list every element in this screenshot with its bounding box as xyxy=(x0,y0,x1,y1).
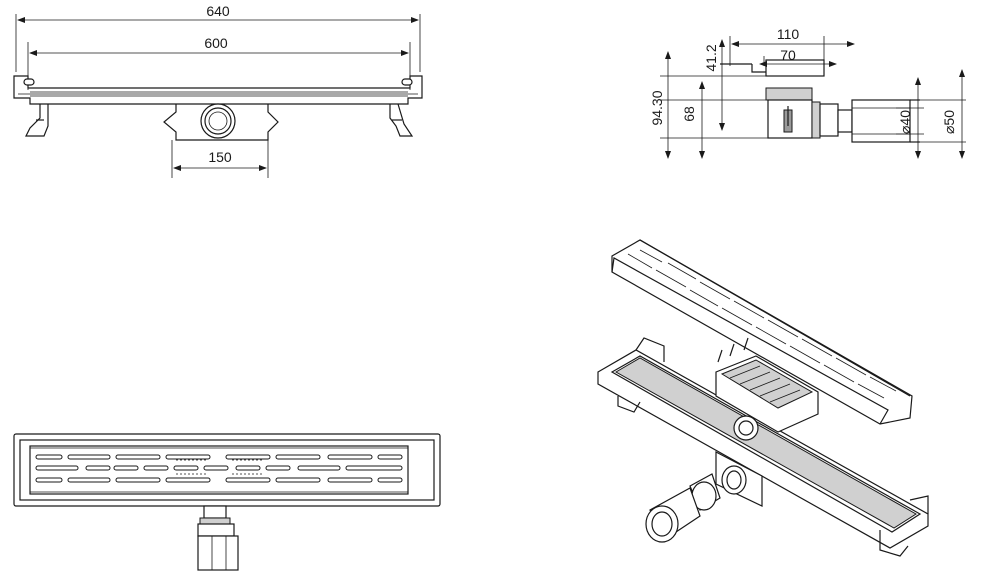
isometric-view xyxy=(597,239,929,557)
dim-label-d50: ⌀50 xyxy=(941,110,957,134)
top-view xyxy=(13,433,441,571)
dim-label-640: 640 xyxy=(206,3,230,19)
dim-label-150: 150 xyxy=(208,149,232,165)
dim-label-600: 600 xyxy=(204,35,228,51)
dim-label-70: 70 xyxy=(780,47,796,63)
side-view: 110 70 94.30 68 41.2 ⌀40 ⌀50 xyxy=(649,26,966,159)
dim-label-68: 68 xyxy=(681,106,697,122)
front-view: 640 600 150 xyxy=(13,3,423,178)
dim-label-41: 41.2 xyxy=(703,44,719,71)
dim-label-94: 94.30 xyxy=(649,90,665,125)
grate-slots xyxy=(35,454,403,483)
dim-label-110: 110 xyxy=(777,26,800,42)
iso-grate xyxy=(611,239,913,425)
iso-channel xyxy=(597,337,929,557)
dim-label-d40: ⌀40 xyxy=(897,110,913,134)
